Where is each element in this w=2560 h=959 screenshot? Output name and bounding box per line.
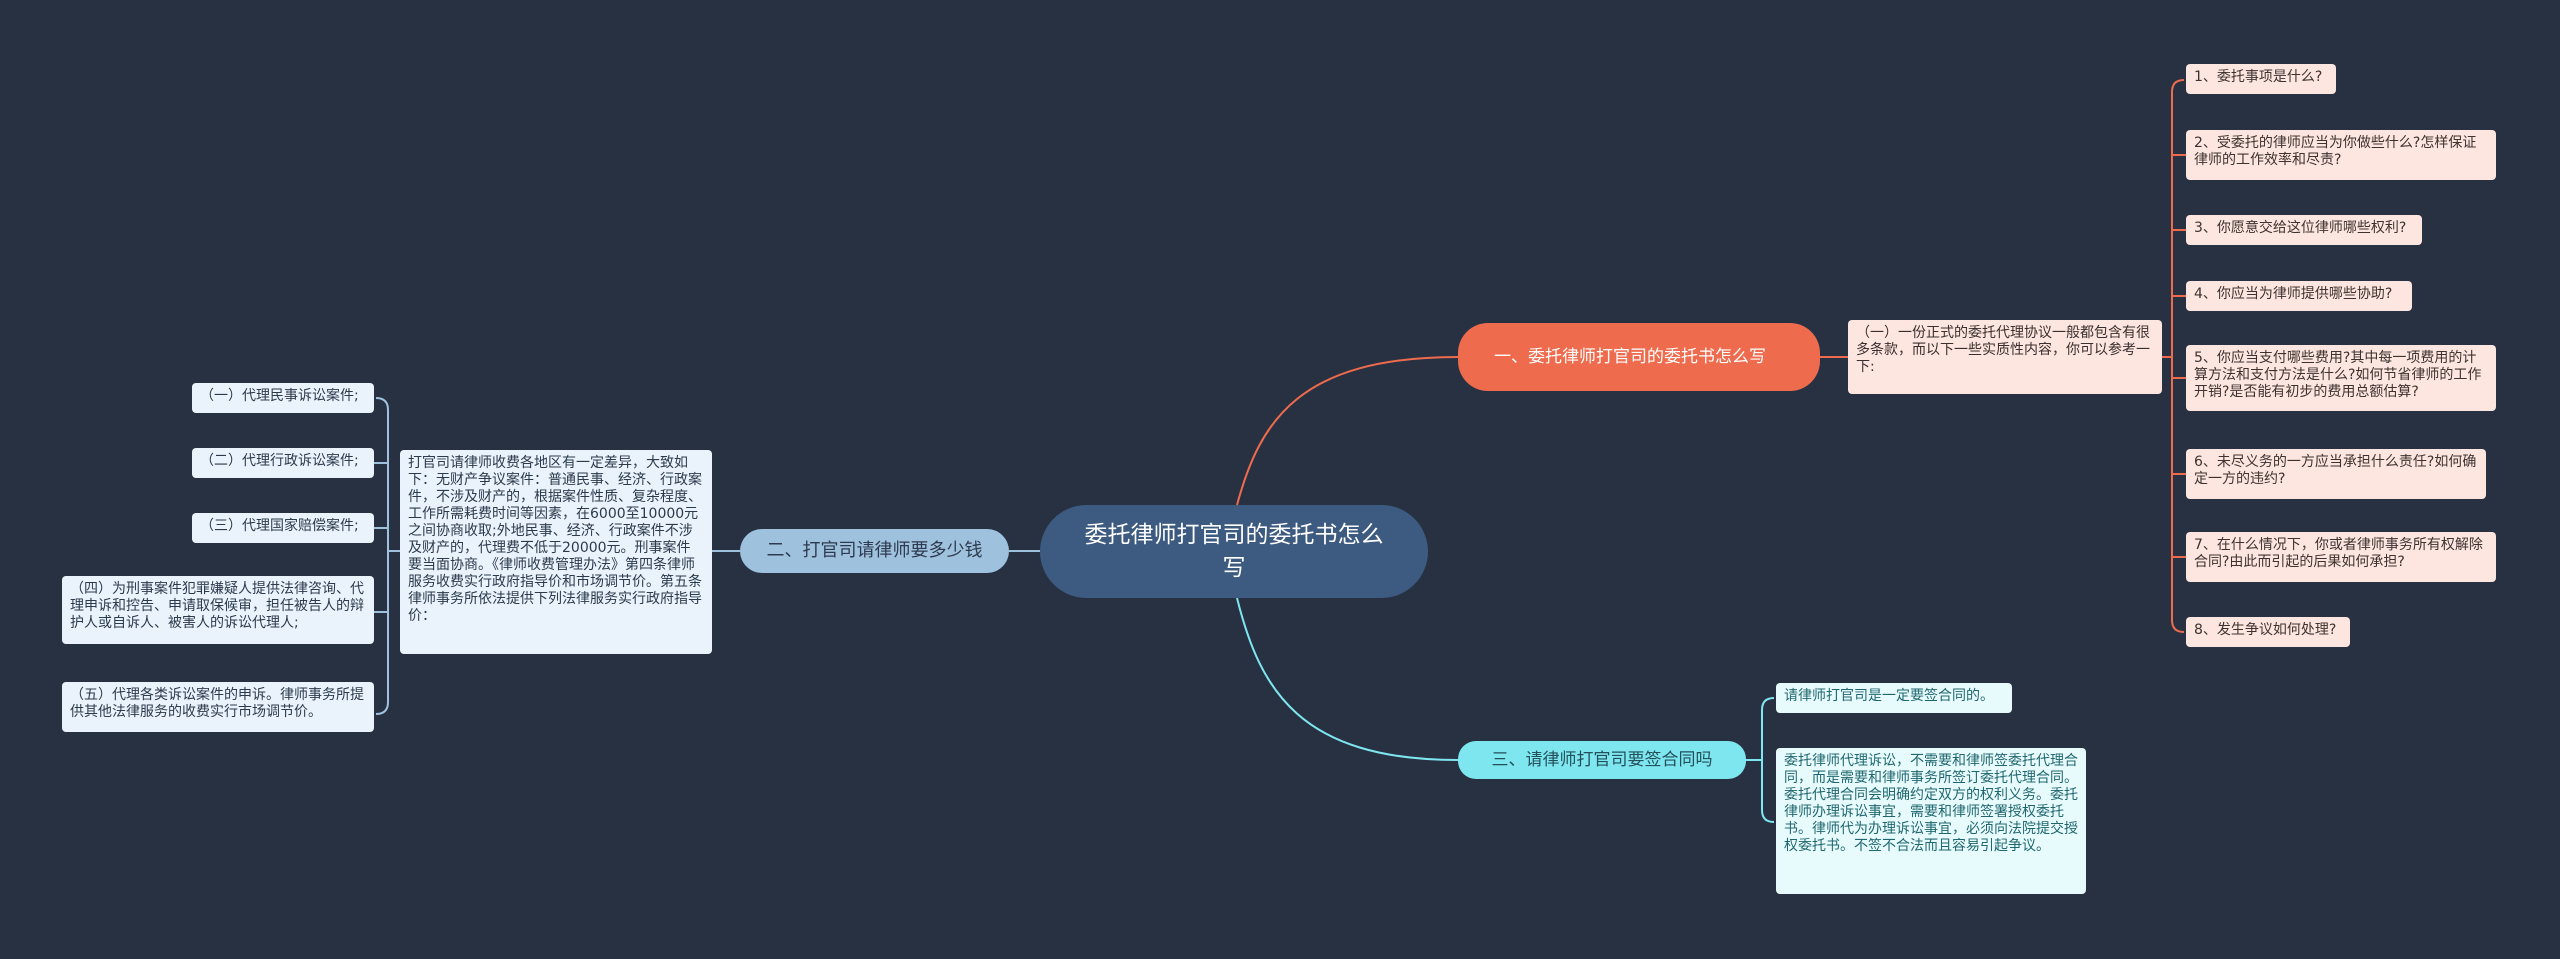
branch1-item-3-text: 3、你愿意交给这位律师哪些权利? [2194,220,2407,236]
branch1-item-7[interactable]: 7、在什么情况下，你或者律师事务所有权解除合同?由此而引起的后果如何承担? [2186,532,2496,582]
branch-topic-3-label: 三、请律师打官司要签合同吗 [1491,750,1713,770]
branch-topic-2-label: 二、打官司请律师要多少钱 [766,540,983,561]
branch2-detail-node[interactable]: 打官司请律师收费各地区有一定差异，大致如下：无财产争议案件：普通民事、经济、行政… [400,450,712,654]
branch-topic-1[interactable]: 一、委托律师打官司的委托书怎么写 [1458,323,1820,391]
link-root-branch1 [1236,356,1459,506]
branch2-item-2-text: （二）代理行政诉讼案件; [200,453,359,469]
branch2-item-4-text: （四）为刑事案件犯罪嫌疑人提供法律咨询、代理申诉和控告、申请取保候审，担任被告人… [70,581,364,631]
branch1-item-3[interactable]: 3、你愿意交给这位律师哪些权利? [2186,215,2422,245]
branch1-item-5-text: 5、你应当支付哪些费用?其中每一项费用的计算方法和支付方法是什么?如何节省律师的… [2194,350,2482,400]
root-topic-label: 委托律师打官司的委托书怎么写 [1084,521,1384,581]
branch2-item-3[interactable]: （三）代理国家赔偿案件; [192,513,374,543]
root-topic[interactable]: 委托律师打官司的委托书怎么写 [1040,505,1428,598]
branch1-item-4[interactable]: 4、你应当为律师提供哪些协助? [2186,281,2412,311]
branch2-item-4[interactable]: （四）为刑事案件犯罪嫌疑人提供法律咨询、代理申诉和控告、申请取保候审，担任被告人… [62,576,374,644]
branch3-item-1-text: 请律师打官司是一定要签合同的。 [1784,688,1994,704]
branch1-item-1-text: 1、委托事项是什么? [2194,69,2323,85]
branch2-item-1[interactable]: （一）代理民事诉讼案件; [192,383,374,413]
branch-topic-1-label: 一、委托律师打官司的委托书怎么写 [1494,347,1766,367]
branch1-item-1[interactable]: 1、委托事项是什么? [2186,64,2336,94]
branch3-item-2-text: 委托律师代理诉讼，不需要和律师签委托代理合同，而是需要和律师事务所签订委托代理合… [1784,753,2078,854]
branch1-item-6[interactable]: 6、未尽义务的一方应当承担什么责任?如何确定一方的违约? [2186,449,2486,499]
branch1-item-8[interactable]: 8、发生争议如何处理? [2186,617,2350,647]
branch1-item-4-text: 4、你应当为律师提供哪些协助? [2194,286,2393,302]
branch1-item-6-text: 6、未尽义务的一方应当承担什么责任?如何确定一方的违约? [2194,454,2477,487]
branch1-item-7-text: 7、在什么情况下，你或者律师事务所有权解除合同?由此而引起的后果如何承担? [2194,537,2483,570]
branch1-item-2[interactable]: 2、受委托的律师应当为你做些什么?怎样保证律师的工作效率和尽责? [2186,130,2496,180]
branch2-item-5[interactable]: （五）代理各类诉讼案件的申诉。律师事务所提供其他法律服务的收费实行市场调节价。 [62,682,374,732]
bracket-branch1 [2171,79,2185,633]
branch2-item-3-text: （三）代理国家赔偿案件; [200,518,359,534]
branch1-item-2-text: 2、受委托的律师应当为你做些什么?怎样保证律师的工作效率和尽责? [2194,135,2477,168]
branch1-item-8-text: 8、发生争议如何处理? [2194,622,2337,638]
branch1-intro-text: （一）一份正式的委托代理协议一般都包含有很多条款，而以下一些实质性内容，你可以参… [1856,325,2150,375]
bracket-branch2 [375,397,389,715]
branch2-item-5-text: （五）代理各类诉讼案件的申诉。律师事务所提供其他法律服务的收费实行市场调节价。 [70,687,364,720]
branch3-item-1[interactable]: 请律师打官司是一定要签合同的。 [1776,683,2012,713]
branch1-intro-node[interactable]: （一）一份正式的委托代理协议一般都包含有很多条款，而以下一些实质性内容，你可以参… [1848,320,2162,394]
bracket-branch3 [1761,697,1775,823]
branch2-detail-text: 打官司请律师收费各地区有一定差异，大致如下：无财产争议案件：普通民事、经济、行政… [408,455,702,624]
link-root-branch3 [1236,597,1459,761]
branch2-item-2[interactable]: （二）代理行政诉讼案件; [192,448,374,478]
branch1-item-5[interactable]: 5、你应当支付哪些费用?其中每一项费用的计算方法和支付方法是什么?如何节省律师的… [2186,345,2496,411]
branch-topic-2[interactable]: 二、打官司请律师要多少钱 [740,529,1009,573]
branch3-item-2[interactable]: 委托律师代理诉讼，不需要和律师签委托代理合同，而是需要和律师事务所签订委托代理合… [1776,748,2086,894]
branch2-item-1-text: （一）代理民事诉讼案件; [200,388,359,404]
branch-topic-3[interactable]: 三、请律师打官司要签合同吗 [1458,741,1746,779]
